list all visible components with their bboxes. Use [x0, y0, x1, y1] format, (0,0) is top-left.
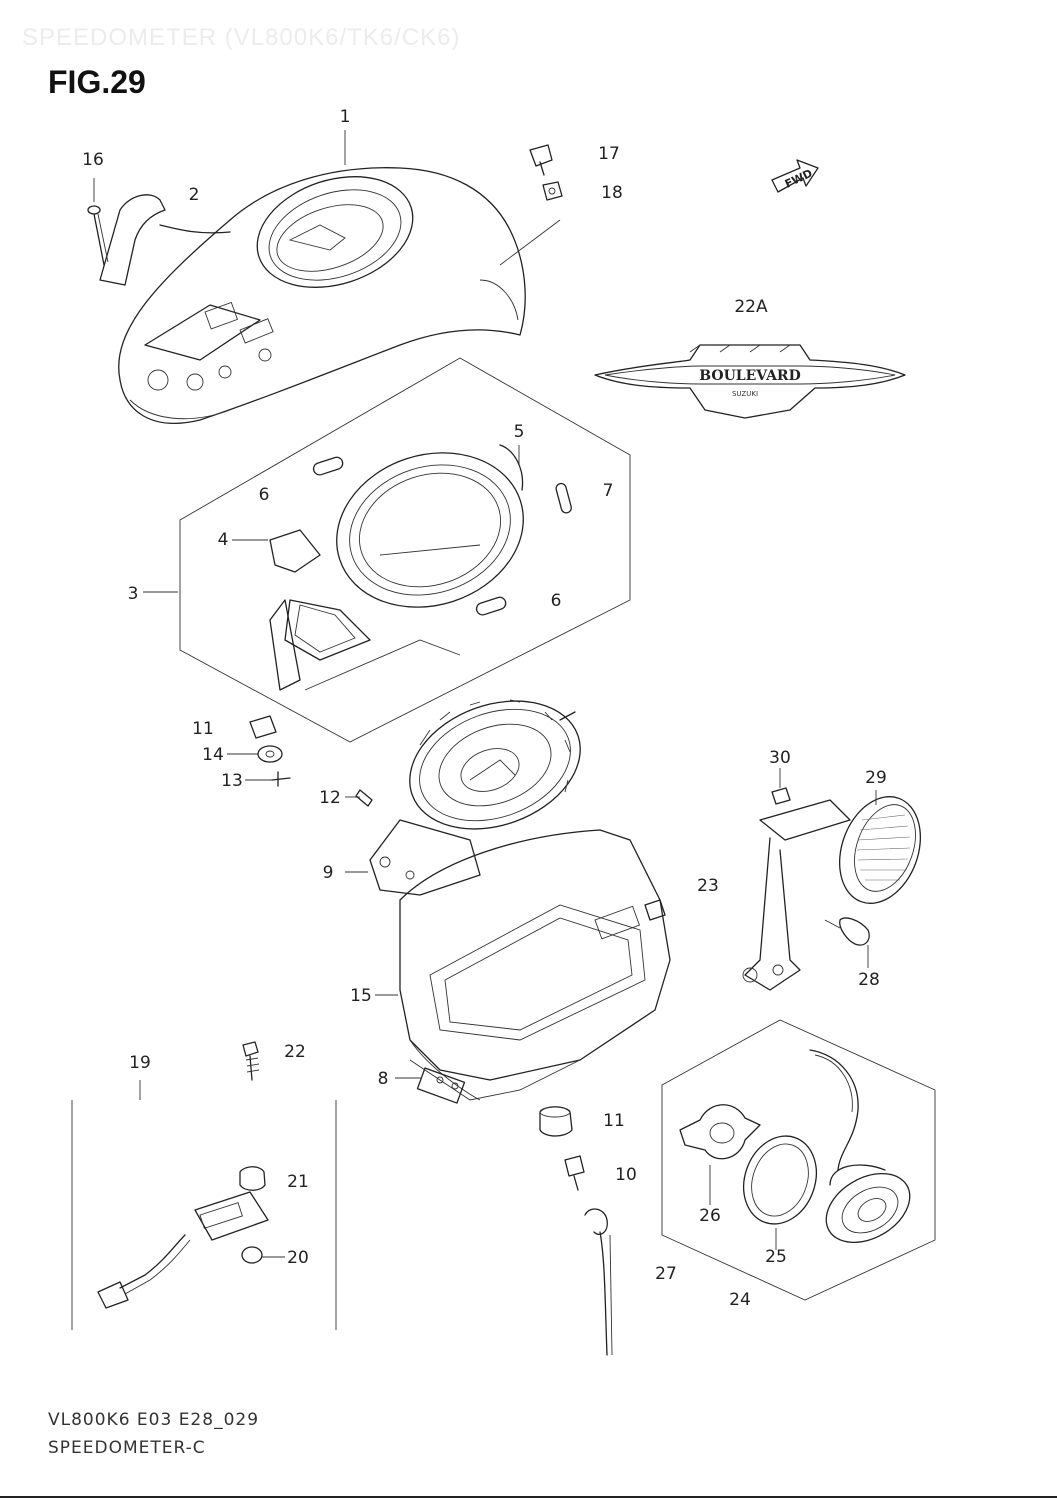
figure-title: FIG.29: [48, 64, 146, 100]
socket-assembly-group: [661, 1019, 936, 1301]
meter-case-assembly-group: [143, 357, 631, 743]
cover-bracket-part: [99, 194, 231, 286]
callout-23: 23: [697, 876, 719, 896]
speedometer-cover-part: [118, 167, 526, 424]
screw-part: [87, 205, 109, 266]
bottom-border: [0, 1496, 1057, 1498]
callout-5: 5: [513, 422, 525, 442]
emblem-text: BOULEVARD: [699, 368, 800, 384]
small-screw-part: [271, 771, 291, 787]
callout-1: 1: [339, 107, 351, 127]
wire-lead-part: [584, 1208, 613, 1356]
callout-28: 28: [858, 970, 880, 990]
footer-name: SPEEDOMETER-C: [48, 1438, 206, 1458]
lower-grommet-part: [539, 1106, 573, 1137]
callout-2: 2: [188, 185, 200, 205]
speedometer-gauge-part: [409, 699, 581, 830]
footer-code: VL800K6 E03 E28_029: [48, 1410, 260, 1430]
lower-bolt-part: [564, 1155, 585, 1191]
nut-part: [542, 181, 563, 201]
callout-25: 25: [765, 1247, 787, 1267]
callout-8: 8: [377, 1069, 389, 1089]
callout-7: 7: [602, 481, 614, 501]
callout-21: 21: [287, 1172, 309, 1192]
harness-box-group: [71, 1041, 337, 1330]
callout-9: 9: [322, 863, 334, 883]
callout-6-lower: 6: [550, 591, 562, 611]
callout-11-lower: 11: [603, 1111, 625, 1131]
indicator-lamp-bracket-part: [742, 768, 922, 991]
bolt-part: [529, 144, 553, 176]
callout-24: 24: [729, 1290, 751, 1310]
callout-27: 27: [655, 1264, 677, 1284]
callout-19: 19: [129, 1053, 151, 1073]
callout-15: 15: [350, 986, 372, 1006]
callout-26: 26: [699, 1206, 721, 1226]
callout-17: 17: [598, 144, 620, 164]
callout-16: 16: [82, 150, 104, 170]
callout-14: 14: [202, 745, 224, 765]
callout-11-upper: 11: [192, 719, 214, 739]
meter-housing-part: [345, 819, 671, 1104]
callout-22a: 22A: [734, 297, 768, 317]
callout-18: 18: [601, 183, 623, 203]
grommet-part: [249, 715, 277, 739]
callout-20: 20: [287, 1248, 309, 1268]
callout-22: 22: [284, 1042, 306, 1062]
callout-29: 29: [865, 768, 887, 788]
fwd-arrow-icon: FWD: [771, 159, 819, 193]
callout-4: 4: [217, 530, 229, 550]
fwd-badge-text: FWD: [783, 167, 815, 191]
callout-6-upper: 6: [258, 485, 270, 505]
washer-part: [257, 745, 283, 763]
lamp-part: [355, 789, 373, 807]
emblem-subtext: SUZUKI: [732, 390, 758, 398]
callout-30: 30: [769, 748, 791, 768]
callout-3: 3: [127, 584, 139, 604]
callout-13: 13: [221, 771, 243, 791]
faded-page-title: SPEEDOMETER (VL800K6/TK6/CK6): [22, 24, 461, 51]
callout-10: 10: [615, 1165, 637, 1185]
boulevard-emblem-part: BOULEVARD SUZUKI: [594, 344, 906, 419]
callout-12: 12: [319, 788, 341, 808]
